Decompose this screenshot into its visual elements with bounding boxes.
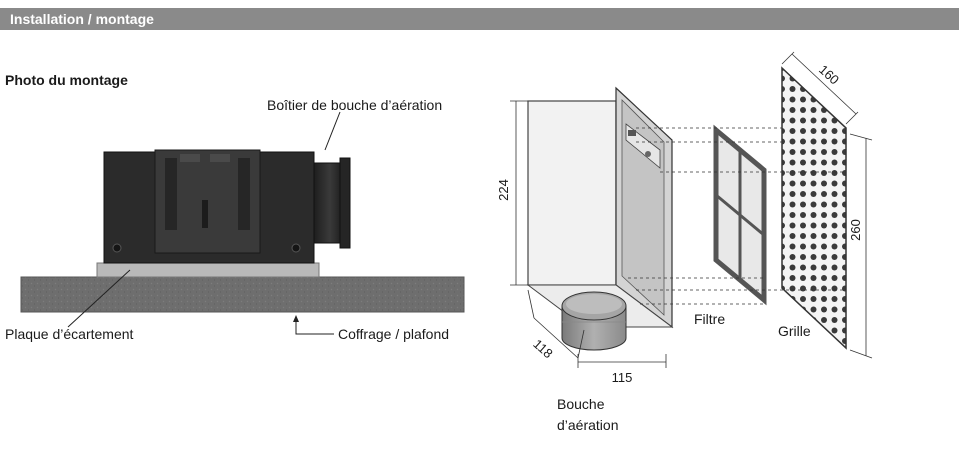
label-vent-outlet-line1: Bouche — [557, 396, 605, 412]
label-filter: Filtre — [694, 311, 726, 327]
section-header-bar: Installation / montage — [0, 8, 959, 30]
label-vent-outlet-line2: d’aération — [557, 417, 619, 433]
dim-height: 224 — [496, 179, 511, 201]
label-spacer-plate: Plaque d’écartement — [5, 326, 134, 342]
label-grille: Grille — [778, 323, 811, 339]
filter-frame — [713, 124, 767, 306]
label-ceiling: Coffrage / plafond — [338, 326, 450, 342]
label-vent-box: Boîtier de bouche d’aération — [267, 97, 443, 113]
dim-grille-height: 260 — [848, 219, 863, 241]
dim-depth: 118 — [530, 336, 555, 361]
dim-width: 115 — [612, 370, 633, 385]
exploded-view: 224 118 115 160 260 — [496, 51, 873, 385]
dim-grille-width: 160 — [816, 62, 842, 88]
grille-panel — [781, 66, 847, 350]
spacer-plate — [96, 262, 320, 278]
ceiling-slab — [20, 276, 465, 313]
section-header-title: Installation / montage — [10, 11, 154, 27]
mounting-photo — [20, 111, 465, 335]
box-side — [527, 100, 617, 286]
photo-section-title: Photo du montage — [5, 72, 128, 88]
